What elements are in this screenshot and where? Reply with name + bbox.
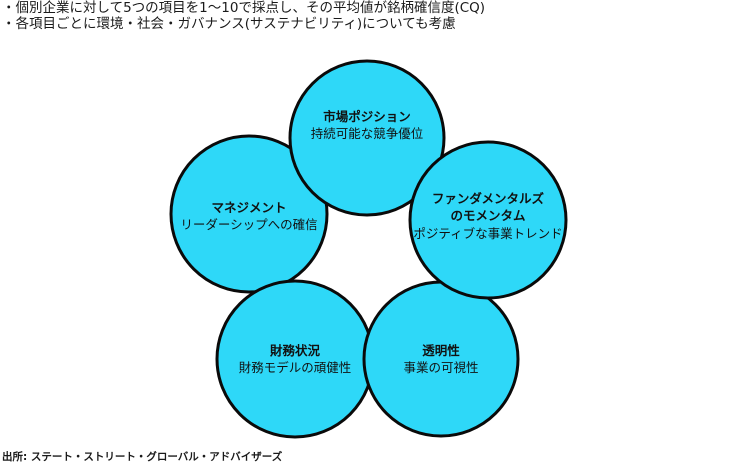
- circle-transparency: 透明性 事業の可視性: [362, 280, 520, 438]
- circle-fundamental-momentum-title-line1: ファンダメンタルズ: [432, 191, 545, 206]
- circle-market-position-desc: 持続可能な競争優位: [311, 126, 424, 141]
- circle-transparency-title: 透明性: [422, 343, 460, 358]
- circle-market-position-shape: [288, 59, 446, 217]
- bullet-item-scoring: 個別企業に対して5つの項目を1〜10で採点し、その平均値が銘柄確信度(CQ): [2, 0, 486, 16]
- circle-fundamental-momentum: ファンダメンタルズ のモメンタム ポジティブな事業トレンド: [408, 140, 568, 300]
- bullet-item-esg: 各項目ごとに環境・社会・ガバナンス(サステナビリティ)についても考慮: [2, 16, 485, 32]
- circle-management-desc: リーダーシップへの確信: [180, 217, 317, 232]
- circle-management-shape: [169, 134, 329, 294]
- circle-fundamental-momentum-title-line2: のモメンタム: [450, 208, 526, 223]
- circle-financial-condition: 財務状況 財務モデルの頑健性: [215, 279, 375, 439]
- circle-transparency-shape: [362, 280, 520, 438]
- circle-management-title: マネジメント: [211, 200, 286, 215]
- circle-transparency-desc: 事業の可視性: [403, 360, 478, 375]
- circle-management: マネジメント リーダーシップへの確信: [169, 134, 329, 294]
- circle-market-position-title: 市場ポジション: [323, 109, 411, 124]
- circle-fundamental-momentum-shape: [408, 140, 568, 300]
- circle-financial-condition-desc: 財務モデルの頑健性: [239, 360, 352, 375]
- circle-financial-condition-title: 財務状況: [269, 343, 321, 358]
- source-note: 出所: ステート・ストリート・グローバル・アドバイザーズ: [2, 451, 283, 463]
- circle-market-position: 市場ポジション 持続可能な競争優位: [288, 59, 446, 217]
- circle-fundamental-momentum-desc: ポジティブな事業トレンド: [413, 226, 562, 241]
- bullet-list: 個別企業に対して5つの項目を1〜10で採点し、その平均値が銘柄確信度(CQ) 各…: [2, 0, 486, 32]
- circle-financial-condition-shape: [215, 279, 375, 439]
